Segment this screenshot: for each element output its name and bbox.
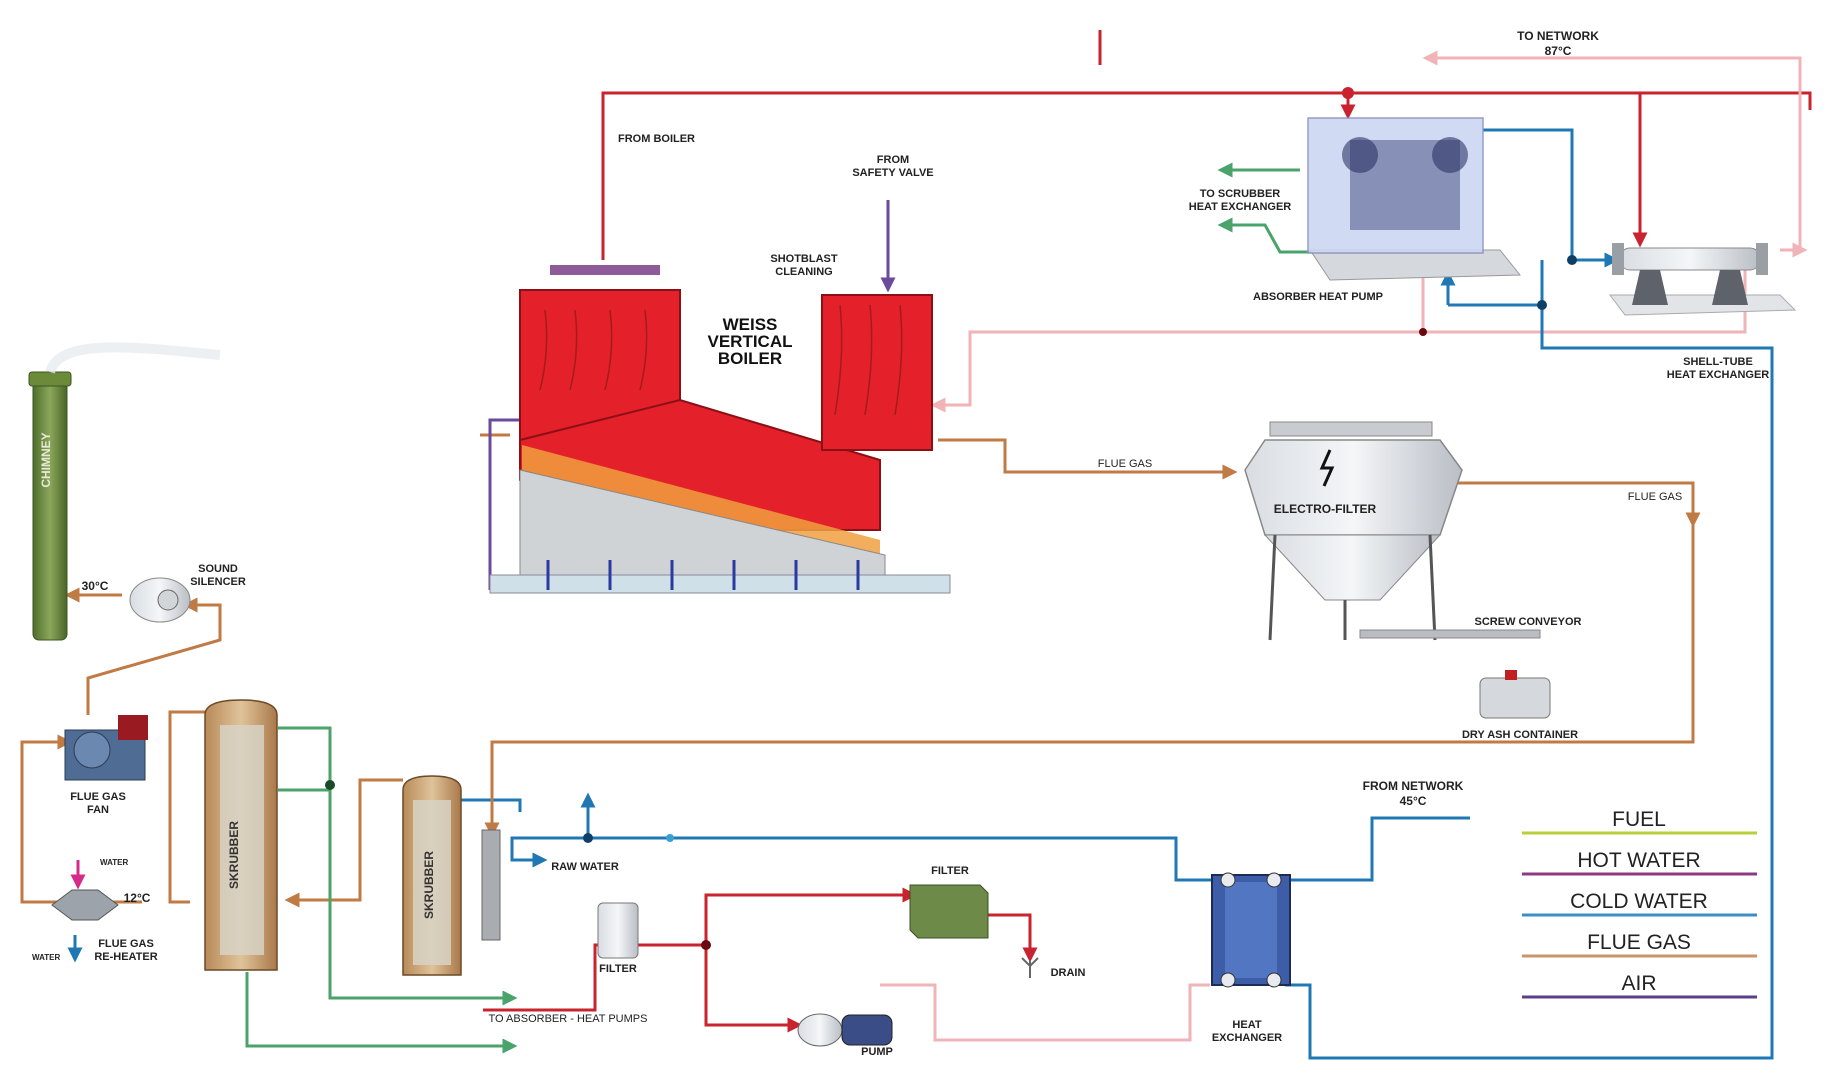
shell-tube-heat-exchanger bbox=[1609, 243, 1797, 316]
cold-water-pipes bbox=[67, 128, 1774, 1060]
from-network-temp: 45°C bbox=[1400, 794, 1427, 808]
absorber-heat-pump bbox=[1307, 117, 1522, 281]
junction-node bbox=[1537, 300, 1547, 310]
junction-node bbox=[325, 780, 335, 790]
labels: TO NETWORK 87°C FROM BOILER FROM SAFETY … bbox=[32, 29, 1769, 1058]
plate-heat-exchanger bbox=[1211, 872, 1291, 988]
drain-icon bbox=[1021, 957, 1039, 978]
legend-label: FUEL bbox=[1612, 808, 1666, 831]
from-safety-valve-label-1: FROM bbox=[877, 154, 909, 166]
boiler-label-2: VERTICAL bbox=[708, 332, 793, 351]
temp-12-label: 12°C bbox=[124, 891, 151, 905]
heat-exchanger-label-2: EXCHANGER bbox=[1212, 1032, 1282, 1044]
shell-tube-label-1: SHELL-TUBE bbox=[1683, 356, 1753, 368]
temp-30-label: 30°C bbox=[82, 579, 109, 593]
filter-box bbox=[909, 884, 989, 939]
flue-gas-fan-label-2: FAN bbox=[87, 804, 109, 816]
to-network-label: TO NETWORK bbox=[1517, 29, 1599, 43]
electro-filter bbox=[1244, 421, 1551, 719]
sound-silencer-label-2: SILENCER bbox=[190, 576, 246, 588]
flue-gas-pipes bbox=[20, 433, 1701, 908]
skrubber-tower-1 bbox=[204, 699, 278, 971]
filter-label-2: FILTER bbox=[931, 865, 969, 877]
chimney-label: CHIMNEY bbox=[39, 432, 53, 487]
screw-conveyor-label: SCREW CONVEYOR bbox=[1475, 616, 1582, 628]
junction-node bbox=[1567, 255, 1577, 265]
hot-water-pipes bbox=[483, 30, 1812, 1033]
legend-label: FLUE GAS bbox=[1587, 931, 1691, 954]
to-scrubber-label-1: TO SCRUBBER bbox=[1200, 188, 1281, 200]
filter-vessel bbox=[597, 902, 639, 959]
sound-silencer bbox=[129, 577, 191, 623]
flue-gas-reheater bbox=[51, 860, 119, 921]
sound-silencer-label-1: SOUND bbox=[198, 563, 238, 575]
reheater-label-2: RE-HEATER bbox=[94, 951, 157, 963]
air-pipes bbox=[488, 200, 896, 590]
reheater-label-1: FLUE GAS bbox=[98, 938, 154, 950]
legend-label: COLD WATER bbox=[1570, 890, 1708, 913]
shotblast-label-1: SHOTBLAST bbox=[770, 253, 838, 265]
to-scrubber-label-2: HEAT EXCHANGER bbox=[1189, 201, 1292, 213]
air-nozzles bbox=[546, 560, 860, 590]
legend-label: AIR bbox=[1621, 972, 1656, 995]
dry-ash-container-label: DRY ASH CONTAINER bbox=[1462, 729, 1578, 741]
boiler-label-3: BOILER bbox=[718, 349, 782, 368]
drain-label: DRAIN bbox=[1051, 967, 1086, 979]
boiler-label-1: WEISS bbox=[723, 315, 778, 334]
to-absorber-label: TO ABSORBER - HEAT PUMPS bbox=[489, 1013, 648, 1025]
heat-exchanger-label-1: HEAT bbox=[1232, 1019, 1261, 1031]
electro-filter-label: ELECTRO-FILTER bbox=[1274, 502, 1377, 516]
skrubber-label-1: SKRUBBER bbox=[227, 821, 241, 889]
to-network-temp: 87°C bbox=[1545, 44, 1572, 58]
pump-label: PUMP bbox=[861, 1046, 893, 1058]
flue-gas-fan-label-1: FLUE GAS bbox=[70, 791, 126, 803]
shell-tube-label-2: HEAT EXCHANGER bbox=[1667, 369, 1770, 381]
skrubber-tower-2 bbox=[402, 775, 501, 976]
legend: FUEL HOT WATER COLD WATER FLUE GAS AIR bbox=[1522, 808, 1757, 999]
junction-node bbox=[583, 833, 593, 843]
skrubber-label-2: SKRUBBER bbox=[422, 851, 436, 919]
water-in-label: WATER bbox=[100, 858, 129, 867]
flue-gas-fan bbox=[64, 715, 148, 781]
water-out-label: WATER bbox=[32, 953, 61, 962]
legend-label: HOT WATER bbox=[1577, 849, 1700, 872]
from-boiler-label: FROM BOILER bbox=[618, 133, 695, 145]
junction-node bbox=[666, 834, 674, 842]
weiss-vertical-boiler bbox=[489, 289, 951, 594]
raw-water-label: RAW WATER bbox=[551, 861, 619, 873]
shotblast-label-2: CLEANING bbox=[775, 266, 832, 278]
absorber-heat-pump-label: ABSORBER HEAT PUMP bbox=[1253, 291, 1383, 303]
from-safety-valve-label-2: SAFETY VALVE bbox=[852, 167, 933, 179]
from-network-label: FROM NETWORK bbox=[1363, 779, 1464, 793]
lightning-icon bbox=[1319, 449, 1335, 487]
pump bbox=[797, 1013, 893, 1047]
dry-ash-container bbox=[1479, 677, 1551, 719]
chimney bbox=[28, 342, 221, 641]
flue-gas-label-2: FLUE GAS bbox=[1628, 491, 1682, 503]
flue-gas-label-1: FLUE GAS bbox=[1098, 458, 1152, 470]
screw-conveyor bbox=[1359, 629, 1541, 639]
junction-node bbox=[1419, 328, 1427, 336]
junction-node bbox=[701, 940, 711, 950]
junction-node bbox=[1342, 87, 1354, 99]
filter-label-1: FILTER bbox=[599, 963, 637, 975]
